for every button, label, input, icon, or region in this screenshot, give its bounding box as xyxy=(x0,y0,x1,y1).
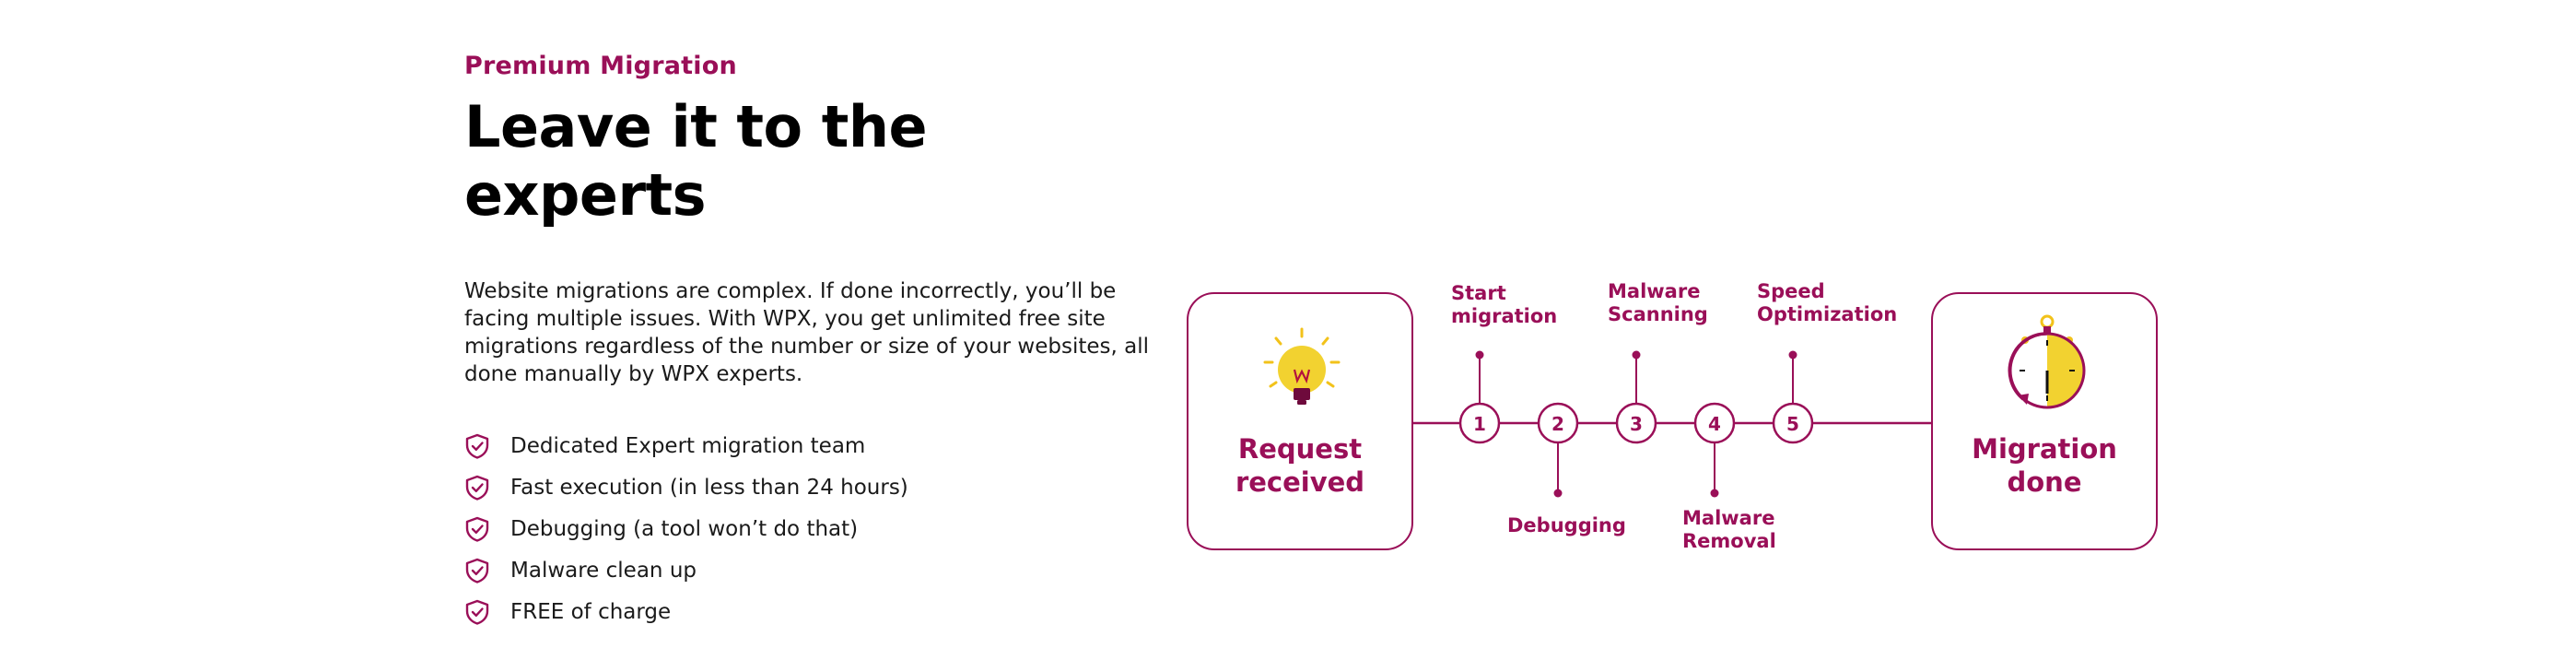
step-4-dot xyxy=(1710,489,1719,498)
step-number: 2 xyxy=(1551,413,1564,435)
feature-label: Dedicated Expert migration team xyxy=(510,433,866,458)
list-item: Fast execution (in less than 24 hours) xyxy=(464,466,1165,508)
feature-label: Fast execution (in less than 24 hours) xyxy=(510,475,908,500)
section-headline: Leave it to the experts xyxy=(464,93,928,229)
feature-label: Malware clean up xyxy=(510,558,697,583)
step-1-label: Start migration xyxy=(1451,282,1557,328)
step-label-line: Optimization xyxy=(1757,303,1898,325)
shield-check-icon xyxy=(465,516,489,542)
start-card-line1: Request xyxy=(1237,433,1363,465)
list-item: Debugging (a tool won’t do that) xyxy=(464,508,1165,549)
step-3-dot xyxy=(1632,350,1641,359)
step-4-circle xyxy=(1693,402,1736,444)
step-2-circle xyxy=(1537,402,1579,444)
section-eyebrow: Premium Migration xyxy=(464,52,737,80)
step-number: 5 xyxy=(1786,413,1799,435)
request-received-card: Request received xyxy=(1187,292,1413,550)
list-item: Dedicated Expert migration team xyxy=(464,425,1165,466)
step-label-line: Removal xyxy=(1682,530,1776,552)
step-label-line: migration xyxy=(1451,305,1558,327)
step-label-line: Speed xyxy=(1757,280,1825,302)
section-description: Website migrations are complex. If done … xyxy=(464,279,1150,386)
step-label-line: Debugging xyxy=(1507,514,1626,536)
step-number: 3 xyxy=(1630,413,1643,435)
step-2-dot xyxy=(1553,489,1563,498)
step-label-line: Malware xyxy=(1682,507,1775,529)
end-card-line1: Migration xyxy=(1972,433,2117,465)
start-card-label: Request received xyxy=(1188,432,1411,499)
step-1-circle xyxy=(1458,402,1501,444)
step-5-label: Speed Optimization xyxy=(1757,280,1897,326)
list-item: Malware clean up xyxy=(464,549,1165,591)
stopwatch-icon xyxy=(2008,314,2086,409)
feature-label: FREE of charge xyxy=(510,599,672,624)
step-3-label: Malware Scanning xyxy=(1608,280,1708,326)
step-5-circle xyxy=(1772,402,1814,444)
shield-check-icon xyxy=(465,599,489,625)
step-label-line: Scanning xyxy=(1608,303,1708,325)
end-card-label: Migration done xyxy=(1933,432,2156,499)
step-4-label: Malware Removal xyxy=(1682,507,1776,553)
list-item: FREE of charge xyxy=(464,591,1165,632)
step-number: 4 xyxy=(1708,413,1721,435)
migration-intro: Premium Migration Leave it to the expert… xyxy=(464,52,1165,632)
end-card-line2: done xyxy=(2007,466,2082,498)
migration-done-card: Migration done xyxy=(1931,292,2158,550)
lightbulb-icon xyxy=(1263,327,1341,405)
feature-label: Debugging (a tool won’t do that) xyxy=(510,516,859,541)
step-1-dot xyxy=(1475,350,1484,359)
step-3-circle xyxy=(1615,402,1657,444)
shield-check-icon xyxy=(465,433,489,459)
shield-check-icon xyxy=(465,558,489,583)
feature-list: Dedicated Expert migration team Fast exe… xyxy=(464,425,1165,632)
step-number: 1 xyxy=(1473,413,1486,435)
start-card-line2: received xyxy=(1235,466,1365,498)
step-5-dot xyxy=(1788,350,1797,359)
step-label-line: Start xyxy=(1451,282,1506,304)
step-2-label: Debugging xyxy=(1507,514,1626,537)
step-label-line: Malware xyxy=(1608,280,1701,302)
shield-check-icon xyxy=(465,475,489,501)
